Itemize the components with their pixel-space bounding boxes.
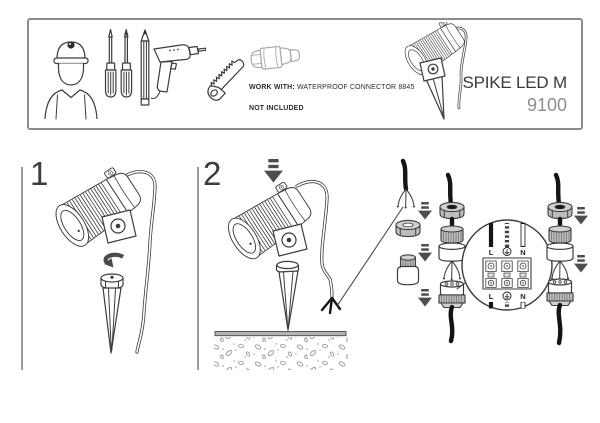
spike-light-icon <box>47 162 147 253</box>
step2-illustration <box>214 159 348 370</box>
pencil-icon <box>140 29 150 106</box>
ground-spike-icon <box>100 273 124 354</box>
waterproof-connector-icon <box>250 45 301 70</box>
spike-light-icon <box>219 177 317 265</box>
down-arrow-icon <box>418 289 432 307</box>
spike-light-icon <box>398 22 469 120</box>
screwdrivers-pencil-icon <box>104 28 150 106</box>
product-code: 9100 <box>526 95 567 115</box>
down-arrow-icon <box>418 244 432 262</box>
down-arrow-icon <box>574 207 588 225</box>
step1-illustration <box>47 162 157 354</box>
connector-shell-icon <box>438 242 466 262</box>
work-with-note: WORK WITH: WATERPROOF CONNECTOR 8845 <box>249 84 415 91</box>
header-panel: WORK WITH: WATERPROOF CONNECTOR 8845 NOT… <box>27 18 583 130</box>
step1-divider <box>21 167 23 370</box>
phillips-screwdriver-icon <box>120 28 133 98</box>
stripped-wires-icon <box>550 260 570 281</box>
terminal-screws <box>485 260 529 288</box>
leader-line <box>336 206 404 307</box>
installer-icon <box>44 41 98 120</box>
connector-shell-icon <box>546 242 574 262</box>
work-with-label: WORK WITH: <box>249 84 295 91</box>
step2-divider <box>197 167 199 370</box>
gland-nut-icon <box>547 201 573 220</box>
terminal-label-n-bottom: N <box>520 292 525 301</box>
product-title-block: SPIKE LED M 9100 <box>462 73 567 116</box>
product-illustration <box>398 22 469 120</box>
drill-icon <box>151 44 207 100</box>
down-arrow-icon <box>418 202 432 220</box>
step-number-1: 1 <box>30 155 49 192</box>
connector-wiring-illustration: L N L N <box>336 158 588 346</box>
stripped-wires-icon <box>396 188 416 209</box>
seal-insert-icon <box>396 254 420 286</box>
seal-insert-icon <box>548 225 572 244</box>
work-with-value: WATERPROOF CONNECTOR 8845 <box>296 84 415 91</box>
connector-body-icon <box>546 278 574 307</box>
stripped-wires-icon <box>442 260 462 281</box>
product-name: SPIKE LED M <box>462 73 567 92</box>
ground-illustration <box>214 331 348 370</box>
connector-body-icon <box>438 280 466 309</box>
terminal-label-l-bottom: L <box>489 292 494 301</box>
cable-stripped-end <box>320 296 342 315</box>
down-arrow-icon <box>574 255 588 273</box>
gland-nut-icon <box>395 219 421 238</box>
flat-screwdriver-icon <box>104 28 117 98</box>
rotate-arrow-icon <box>103 252 125 268</box>
seal-insert-icon <box>440 225 464 244</box>
connector-assembled <box>546 172 588 346</box>
connector-parts-exploded <box>395 158 432 307</box>
step-number-2: 2 <box>203 155 222 192</box>
headlamp-icon <box>67 41 75 49</box>
gland-nut-icon <box>439 201 465 220</box>
ground-surface <box>214 331 347 337</box>
detail-pointer-line <box>456 282 466 290</box>
terminal-label-n-top: N <box>520 248 525 257</box>
wiring-detail-circle: L N L N <box>461 219 553 311</box>
terminal-label-l-top: L <box>489 248 494 257</box>
push-down-arrow-icon <box>264 159 283 183</box>
not-included-note: NOT INCLUDED <box>249 105 304 112</box>
saw-icon <box>207 59 245 101</box>
ground-spike-icon <box>275 260 300 331</box>
gravel-pattern <box>214 337 348 370</box>
connector-assembly-sequence <box>438 172 466 344</box>
